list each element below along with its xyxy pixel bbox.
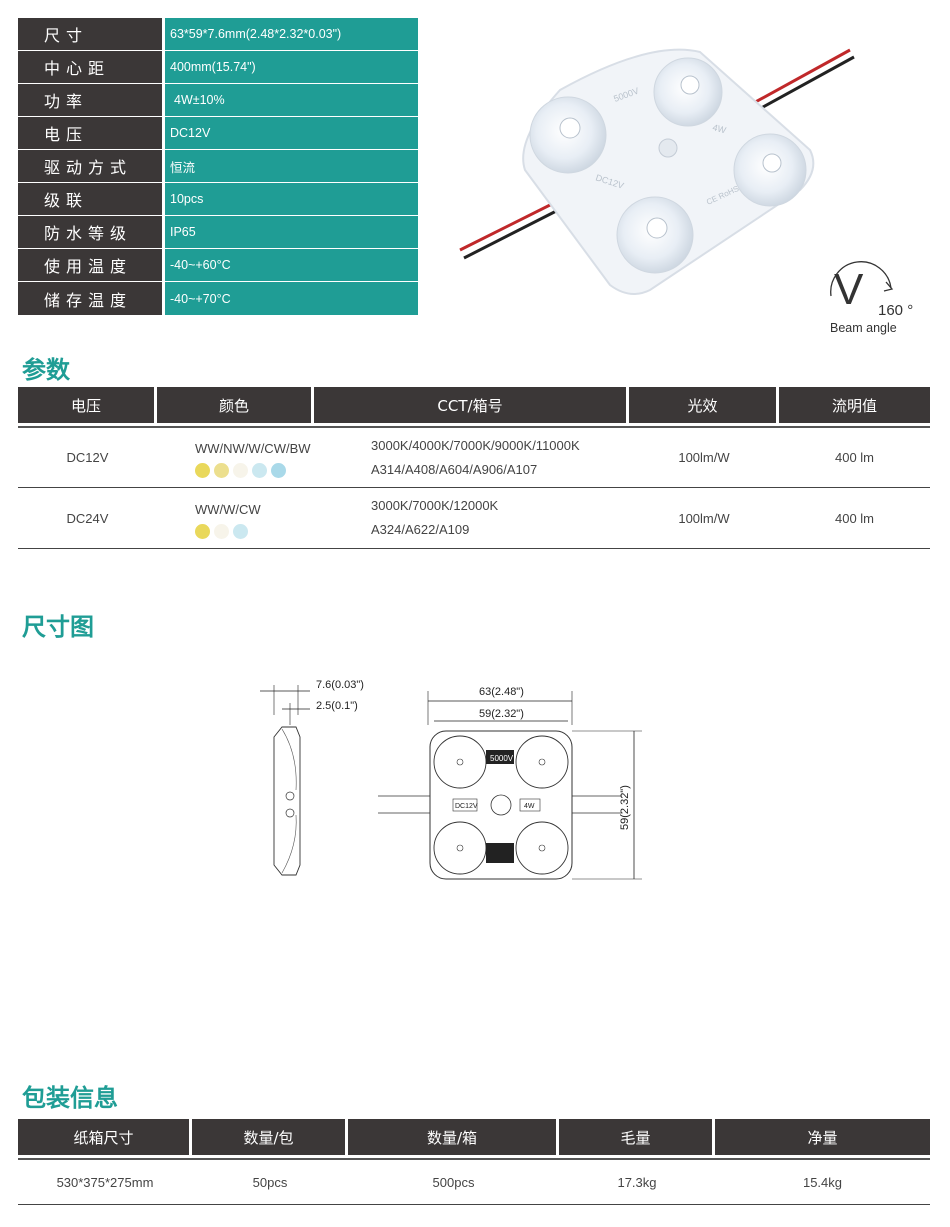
spec-value: DC12V xyxy=(165,117,418,149)
th-lumen: 流明值 xyxy=(779,387,930,423)
spec-label: 中心距 xyxy=(18,51,165,83)
cell-lumen: 400 lm xyxy=(779,488,930,548)
spec-row-voltage: 电压DC12V xyxy=(18,117,418,150)
th-gross: 毛量 xyxy=(559,1119,715,1155)
colors-text: WW/NW/W/CW/BW xyxy=(195,437,311,461)
dim-width-outer: 63(2.48") xyxy=(479,686,524,698)
spec-value: 恒流 xyxy=(165,150,418,182)
color-dot-cw xyxy=(233,524,248,539)
cell-gross: 17.3kg xyxy=(559,1160,715,1204)
spec-value: 4W±10% xyxy=(165,84,418,116)
color-dot-nw xyxy=(214,463,229,478)
spec-label: 功率 xyxy=(18,84,165,116)
dim-lens: 2.5(0.1") xyxy=(316,700,358,712)
lens-bottom xyxy=(617,197,693,273)
mark-voltage-rating: 5000V xyxy=(490,754,514,763)
cell-lumen: 400 lm xyxy=(779,428,930,487)
side-view: 7.6(0.03") 2.5(0.1") xyxy=(260,679,364,875)
th-box-size: 纸箱尺寸 xyxy=(18,1119,192,1155)
bins-text: A324/A622/A109 xyxy=(371,518,469,542)
spec-label: 尺寸 xyxy=(18,18,165,50)
colors-text: WW/W/CW xyxy=(195,498,261,522)
spec-label: 使用温度 xyxy=(18,249,165,281)
spec-value: 10pcs xyxy=(165,183,418,215)
cell-colors: WW/W/CW xyxy=(157,488,314,548)
spec-row-driver: 驱动方式恒流 xyxy=(18,150,418,183)
beam-v-symbol: V xyxy=(834,268,863,312)
section-title-dimensions: 尺寸图 xyxy=(22,607,94,642)
spec-value: 63*59*7.6mm(2.48*2.32*0.03") xyxy=(165,18,418,50)
dim-width-inner: 59(2.32") xyxy=(479,708,524,720)
section-title-packaging: 包装信息 xyxy=(22,1078,118,1113)
cell-efficacy: 100lm/W xyxy=(629,428,779,487)
cell-per-box: 500pcs xyxy=(348,1160,559,1204)
params-table: 电压 颜色 CCT/箱号 光效 流明值 DC12V WW/NW/W/CW/BW … xyxy=(18,387,930,549)
dimension-drawing: 7.6(0.03") 2.5(0.1") 63(2.48") 59(2.32")… xyxy=(250,665,650,895)
packaging-table: 纸箱尺寸 数量/包 数量/箱 毛量 净量 530*375*275mm 50pcs… xyxy=(18,1119,930,1205)
spec-row-cascade: 级联10pcs xyxy=(18,183,418,216)
cell-efficacy: 100lm/W xyxy=(629,488,779,548)
cct-text: 3000K/7000K/12000K xyxy=(371,494,498,518)
color-dot-bw xyxy=(271,463,286,478)
lens-right xyxy=(734,134,806,206)
cell-voltage: DC24V xyxy=(18,488,157,548)
spec-label: 驱动方式 xyxy=(18,150,165,182)
th-cct: CCT/箱号 xyxy=(314,387,629,423)
color-dot-cw xyxy=(252,463,267,478)
th-color: 颜色 xyxy=(157,387,314,423)
section-title-params: 参数 xyxy=(22,350,70,385)
spec-row-storage-temp: 储存温度-40~+70°C xyxy=(18,282,418,315)
bins-text: A314/A408/A604/A906/A107 xyxy=(371,458,537,482)
spec-label: 防水等级 xyxy=(18,216,165,248)
th-efficacy: 光效 xyxy=(629,387,779,423)
table-row: DC24V WW/W/CW 3000K/7000K/12000K A324/A6… xyxy=(18,488,930,549)
th-voltage: 电压 xyxy=(18,387,157,423)
cell-cct: 3000K/4000K/7000K/9000K/11000K A314/A408… xyxy=(314,428,629,487)
th-net: 净量 xyxy=(715,1119,930,1155)
spec-label: 级联 xyxy=(18,183,165,215)
lens-left xyxy=(530,97,606,173)
spec-row-operating-temp: 使用温度-40~+60°C xyxy=(18,249,418,282)
spec-value: -40~+60°C xyxy=(165,249,418,281)
top-view: 63(2.48") 59(2.32") 59(2.32") 5000V DC12… xyxy=(378,686,642,879)
spec-label: 储存温度 xyxy=(18,282,165,315)
spec-label: 电压 xyxy=(18,117,165,149)
lens-top xyxy=(654,58,722,126)
spec-row-pitch: 中心距400mm(15.74") xyxy=(18,51,418,84)
cell-voltage: DC12V xyxy=(18,428,157,487)
params-table-header: 电压 颜色 CCT/箱号 光效 流明值 xyxy=(18,387,930,423)
cell-per-bag: 50pcs xyxy=(192,1160,348,1204)
mark-dc: DC12V xyxy=(455,803,478,810)
beam-label: Beam angle xyxy=(830,321,897,335)
packaging-table-header: 纸箱尺寸 数量/包 数量/箱 毛量 净量 xyxy=(18,1119,930,1155)
color-dot-w xyxy=(214,524,229,539)
spec-table: 尺寸63*59*7.6mm(2.48*2.32*0.03") 中心距400mm(… xyxy=(18,18,418,315)
cell-cct: 3000K/7000K/12000K A324/A622/A109 xyxy=(314,488,629,548)
color-swatches xyxy=(195,463,286,478)
spec-row-size: 尺寸63*59*7.6mm(2.48*2.32*0.03") xyxy=(18,18,418,51)
cell-colors: WW/NW/W/CW/BW xyxy=(157,428,314,487)
color-dot-ww xyxy=(195,524,210,539)
led-module-photo: DC12V 5000V 4W CE RoHS xyxy=(450,30,870,320)
color-dot-w xyxy=(233,463,248,478)
table-row: DC12V WW/NW/W/CW/BW 3000K/4000K/7000K/90… xyxy=(18,428,930,488)
cell-net: 15.4kg xyxy=(715,1160,930,1204)
dim-thickness: 7.6(0.03") xyxy=(316,679,364,691)
cell-box-size: 530*375*275mm xyxy=(18,1160,192,1204)
spec-row-ip: 防水等级IP65 xyxy=(18,216,418,249)
dim-height: 59(2.32") xyxy=(619,785,631,830)
cct-text: 3000K/4000K/7000K/9000K/11000K xyxy=(371,434,580,458)
spec-row-power: 功率4W±10% xyxy=(18,84,418,117)
table-row: 530*375*275mm 50pcs 500pcs 17.3kg 15.4kg xyxy=(18,1160,930,1205)
beam-degree: 160 ° xyxy=(878,302,913,319)
color-dot-ww xyxy=(195,463,210,478)
th-per-box: 数量/箱 xyxy=(348,1119,559,1155)
spec-value: IP65 xyxy=(165,216,418,248)
beam-angle-badge: V 160 ° Beam angle xyxy=(826,258,936,338)
th-per-bag: 数量/包 xyxy=(192,1119,348,1155)
color-swatches xyxy=(195,524,248,539)
spec-value: 400mm(15.74") xyxy=(165,51,418,83)
spec-value: -40~+70°C xyxy=(165,282,418,315)
mark-power: 4W xyxy=(524,803,535,810)
